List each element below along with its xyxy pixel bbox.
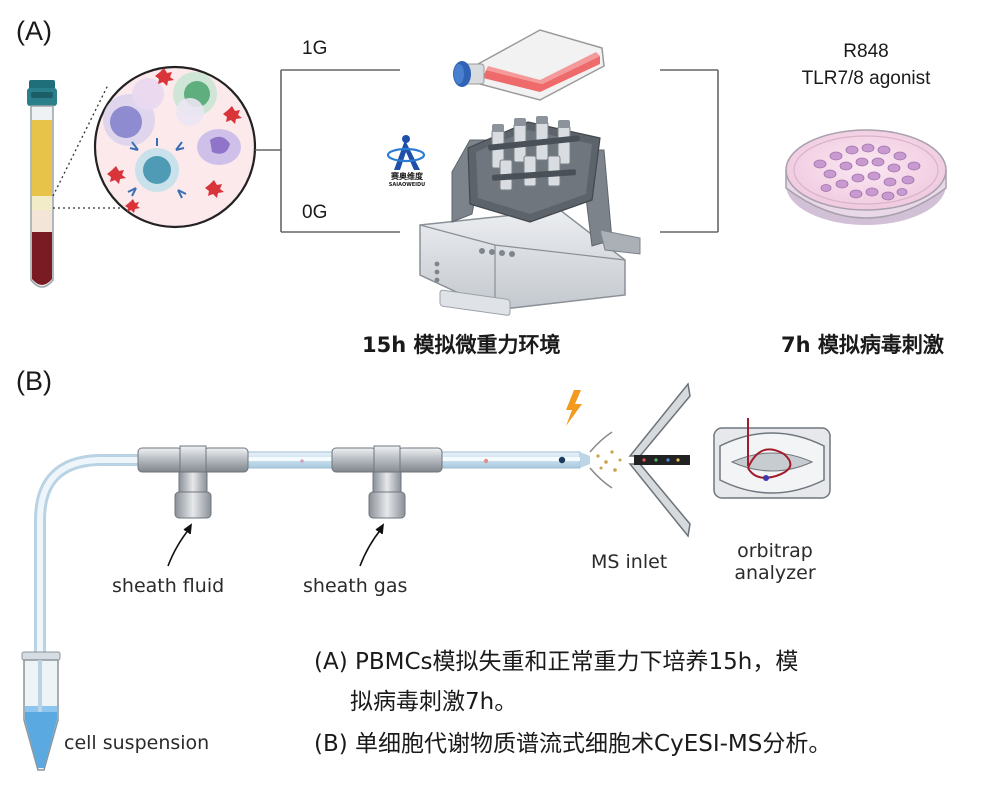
cell-suspension-tube-icon	[21, 651, 61, 771]
label-sheath-gas: sheath gas	[303, 575, 408, 597]
legend-line-a2: 拟病毒刺激7h。	[350, 689, 518, 715]
branch-bracket-left	[255, 69, 400, 233]
microgravity-simulator-icon	[419, 116, 641, 316]
label-sheath-fluid: sheath fluid	[112, 575, 225, 597]
label-cell-suspension: cell suspension	[64, 732, 210, 754]
branch-label-1g: 1G	[302, 38, 328, 59]
branch-bracket-right	[660, 69, 719, 233]
culture-flask-icon	[453, 29, 605, 101]
label-orbitrap-analyzer: orbitrap analyzer	[734, 540, 816, 584]
sheath-fluid-tee	[137, 445, 249, 519]
zoom-line-top	[52, 84, 109, 197]
logo-text: 赛奥维度 SAIAOWEIDU	[386, 172, 428, 190]
orbitrap-analyzer-icon	[713, 418, 831, 499]
legend-line-b: (B) 单细胞代谢物质谱流式细胞术CyESI-MS分析。	[314, 731, 832, 757]
petri-dish-icon	[785, 129, 947, 225]
panel-a-letter: (A)	[16, 16, 52, 46]
logo-latin-name: SAIAOWEIDU	[388, 182, 426, 188]
agent-label: R848 TLR7/8 agonist	[776, 38, 956, 92]
agent-name: R848	[843, 41, 889, 62]
legend-line-a1: (A) PBMCs模拟失重和正常重力下培养15h，模	[314, 649, 799, 675]
capillary-tubing	[34, 454, 146, 661]
blood-tube-icon	[27, 80, 57, 288]
high-voltage-icon	[566, 390, 582, 426]
sheath-gas-tee	[331, 445, 443, 519]
sheath-fluid-arrow	[167, 523, 192, 567]
branch-label-0g: 0G	[302, 202, 328, 223]
logo-chinese-name: 赛奥维度	[391, 172, 423, 181]
ms-inlet-icon	[628, 382, 691, 538]
label-ms-inlet: MS inlet	[591, 551, 668, 573]
sheath-gas-arrow	[359, 523, 384, 567]
panel-b-letter: (B)	[16, 366, 52, 396]
company-logo	[386, 135, 426, 170]
caption-virus-stimulation: 7h 模拟病毒刺激	[781, 333, 944, 357]
caption-microgravity: 15h 模拟微重力环境	[362, 333, 561, 357]
pbmc-zoom-circle	[93, 65, 257, 229]
agent-description: TLR7/8 agonist	[801, 68, 931, 89]
electrospray-plume	[589, 431, 622, 489]
